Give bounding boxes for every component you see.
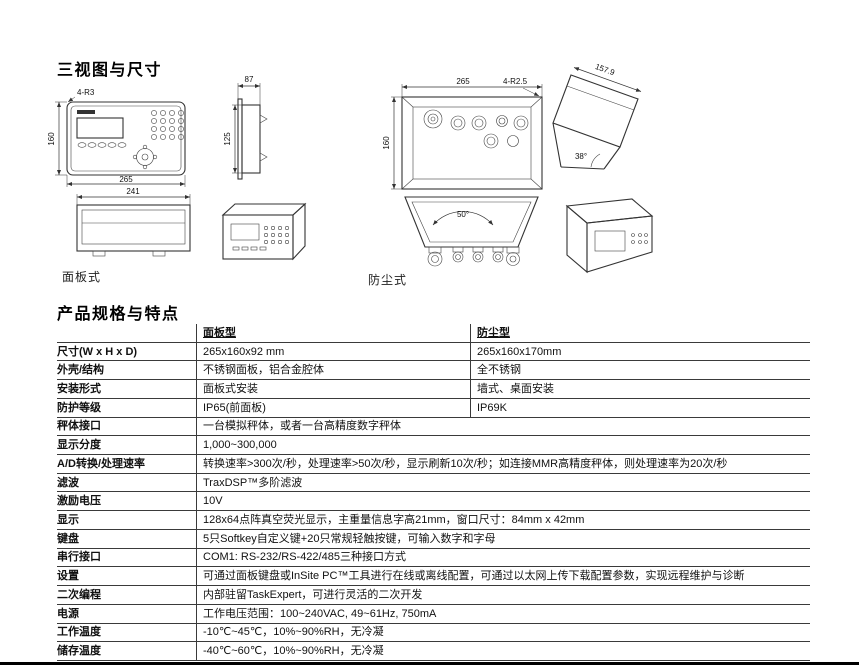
spec-row-setup: 设置 可通过面板键盘或InSite PC™工具进行在线或离线配置，可通过以太网上…	[57, 567, 810, 587]
row-value: 10V	[203, 495, 223, 508]
row-value: 128x64点阵真空荧光显示，主重量信息字高21mm，窗口尺寸：84mm x 4…	[203, 514, 585, 526]
spec-row-mounting: 安装形式 面板式安装 墙式、桌面安装	[57, 380, 810, 399]
row-label: 秤体接口	[57, 417, 197, 436]
row-value-harsh: 墙式、桌面安装	[470, 380, 810, 398]
three-view-drawings: 4-R3 160 265 87 125 241	[47, 62, 654, 274]
dim-front-width: 265	[119, 175, 133, 184]
row-label: 键盘	[57, 529, 197, 548]
spec-row-ad-rate: A/D转换/处理速率 转换速率>300次/秒，处理速率>50次/秒，显示刷新10…	[57, 455, 810, 474]
row-value: 工作电压范围：100~240VAC, 49~61Hz, 750mA	[203, 607, 437, 620]
column-header-harsh: 防尘型	[477, 326, 510, 339]
row-value: 内部驻留TaskExpert，可进行灵活的二次开发	[203, 588, 423, 601]
spec-row-excitation: 激励电压 10V	[57, 492, 810, 512]
dim-front-height: 160	[47, 132, 56, 146]
row-value-panel: IP65(前面板)	[203, 401, 266, 414]
spec-row-display: 显示 128x64点阵真空荧光显示，主重量信息字高21mm，窗口尺寸：84mm …	[57, 511, 810, 530]
dim-rear-corner: 4-R2.5	[503, 77, 528, 86]
spec-row-protection: 防护等级 IP65(前面板) IP69K	[57, 398, 810, 418]
harsh-side-view: 38° 157.9	[552, 62, 642, 170]
panel-side-view: 87 125	[223, 75, 268, 180]
dim-harsh-flare-angle: 50°	[457, 210, 469, 219]
row-value: 转换速率>300次/秒，处理速率>50次/秒，显示刷新10次/秒；如连接MMR高…	[203, 457, 728, 470]
row-value: 一台模拟秤体，或者一台高精度数字秤体	[203, 420, 401, 433]
row-value: COM1: RS-232/RS-422/485三种接口方式	[203, 551, 406, 564]
row-label: 储存温度	[57, 642, 197, 660]
dim-front-corner: 4-R3	[77, 88, 95, 97]
dim-panel-bottom-width: 241	[126, 187, 140, 196]
spec-row-programming: 二次编程 内部驻留TaskExpert，可进行灵活的二次开发	[57, 586, 810, 605]
spec-row-operating-temp: 工作温度 -10℃~45℃，10%~90%RH，无冷凝	[57, 623, 810, 643]
row-value-harsh: 全不锈钢	[470, 361, 810, 380]
section-title-views: 三视图与尺寸	[57, 62, 163, 79]
row-label: 安装形式	[57, 380, 197, 398]
cable-glands	[423, 109, 529, 149]
row-label: 显示	[57, 511, 197, 529]
row-value-harsh: 265x160x170mm	[470, 342, 810, 361]
section-title-specs: 产品规格与特点	[57, 306, 180, 323]
harsh-3d-view	[565, 198, 654, 274]
harsh-bottom-view: 50°	[404, 196, 539, 267]
row-label: 激励电压	[57, 492, 197, 511]
spec-row-filter: 滤波 TraxDSP™多阶滤波	[57, 473, 810, 493]
row-value: -10℃~45℃，10%~90%RH，无冷凝	[203, 626, 384, 639]
softkey-row	[77, 142, 127, 148]
spec-header-row: 面板型 防尘型	[57, 324, 810, 343]
dim-side-height: 125	[223, 132, 232, 146]
spec-table: 面板型 防尘型 尺寸(W x H x D) 265x160x92 mm 265x…	[57, 324, 810, 661]
spec-row-power: 电源 工作电压范围：100~240VAC, 49~61Hz, 750mA	[57, 604, 810, 624]
dim-harsh-depth: 157.9	[594, 62, 616, 77]
row-label: A/D转换/处理速率	[57, 455, 197, 473]
row-label: 二次编程	[57, 586, 197, 604]
row-value: 1,000~300,000	[203, 439, 277, 452]
panel-3d-view	[221, 202, 307, 261]
dim-side-depth: 87	[245, 75, 254, 84]
row-label: 设置	[57, 567, 197, 586]
display-window	[76, 117, 124, 139]
row-value-panel: 不锈钢面板，铝合金腔体	[203, 364, 324, 377]
row-label: 防护等级	[57, 398, 197, 417]
spec-row-housing: 外壳/结构 不锈钢面板，铝合金腔体 全不锈钢	[57, 361, 810, 381]
row-value: 可通过面板键盘或InSite PC™工具进行在线或离线配置，可通过以太网上传下载…	[203, 570, 745, 583]
row-label: 滤波	[57, 473, 197, 492]
panel-front-view: 4-R3 160 265	[47, 88, 186, 187]
row-label: 电源	[57, 604, 197, 623]
row-value: -40℃~60℃，10%~90%RH，无冷凝	[203, 645, 384, 658]
row-value-panel: 265x160x92 mm	[203, 345, 285, 358]
harsh-type-label: 防尘式	[368, 273, 408, 287]
dim-rear-height: 160	[382, 136, 391, 150]
row-label: 外壳/结构	[57, 361, 197, 380]
spec-row-size: 尺寸(W x H x D) 265x160x92 mm 265x160x170m…	[57, 342, 810, 362]
row-value-harsh: IP69K	[470, 398, 810, 417]
dim-harsh-angle: 38°	[575, 152, 587, 161]
row-label: 尺寸(W x H x D)	[57, 342, 197, 361]
spec-row-keypad: 键盘 5只Softkey自定义键+20只常规轻触按键，可输入数字和字母	[57, 529, 810, 549]
row-value: TraxDSP™多阶滤波	[203, 476, 303, 489]
brand-bar	[77, 110, 95, 114]
row-value: 5只Softkey自定义键+20只常规轻触按键，可输入数字和字母	[203, 532, 496, 545]
page-edge-line	[0, 662, 859, 665]
nav-pad	[132, 144, 158, 170]
spec-header-label-cell	[57, 324, 197, 342]
row-label: 工作温度	[57, 623, 197, 642]
spec-row-scale-interface: 秤体接口 一台模拟秤体，或者一台高精度数字秤体	[57, 417, 810, 437]
keypad-grid	[151, 110, 184, 140]
panel-type-label: 面板式	[62, 270, 102, 284]
bottom-connectors	[427, 246, 520, 267]
spec-row-storage-temp: 储存温度 -40℃~60℃，10%~90%RH，无冷凝	[57, 642, 810, 661]
row-label: 串行接口	[57, 548, 197, 567]
spec-row-serial: 串行接口 COM1: RS-232/RS-422/485三种接口方式	[57, 548, 810, 568]
row-value-panel: 面板式安装	[203, 382, 258, 395]
harsh-rear-view: 265 4-R2.5 160	[382, 77, 543, 190]
spec-row-display-divisions: 显示分度 1,000~300,000	[57, 436, 810, 456]
panel-bottom-view: 241	[76, 187, 191, 257]
dim-rear-width: 265	[456, 77, 470, 86]
column-header-panel: 面板型	[203, 326, 236, 339]
row-label: 显示分度	[57, 436, 197, 455]
